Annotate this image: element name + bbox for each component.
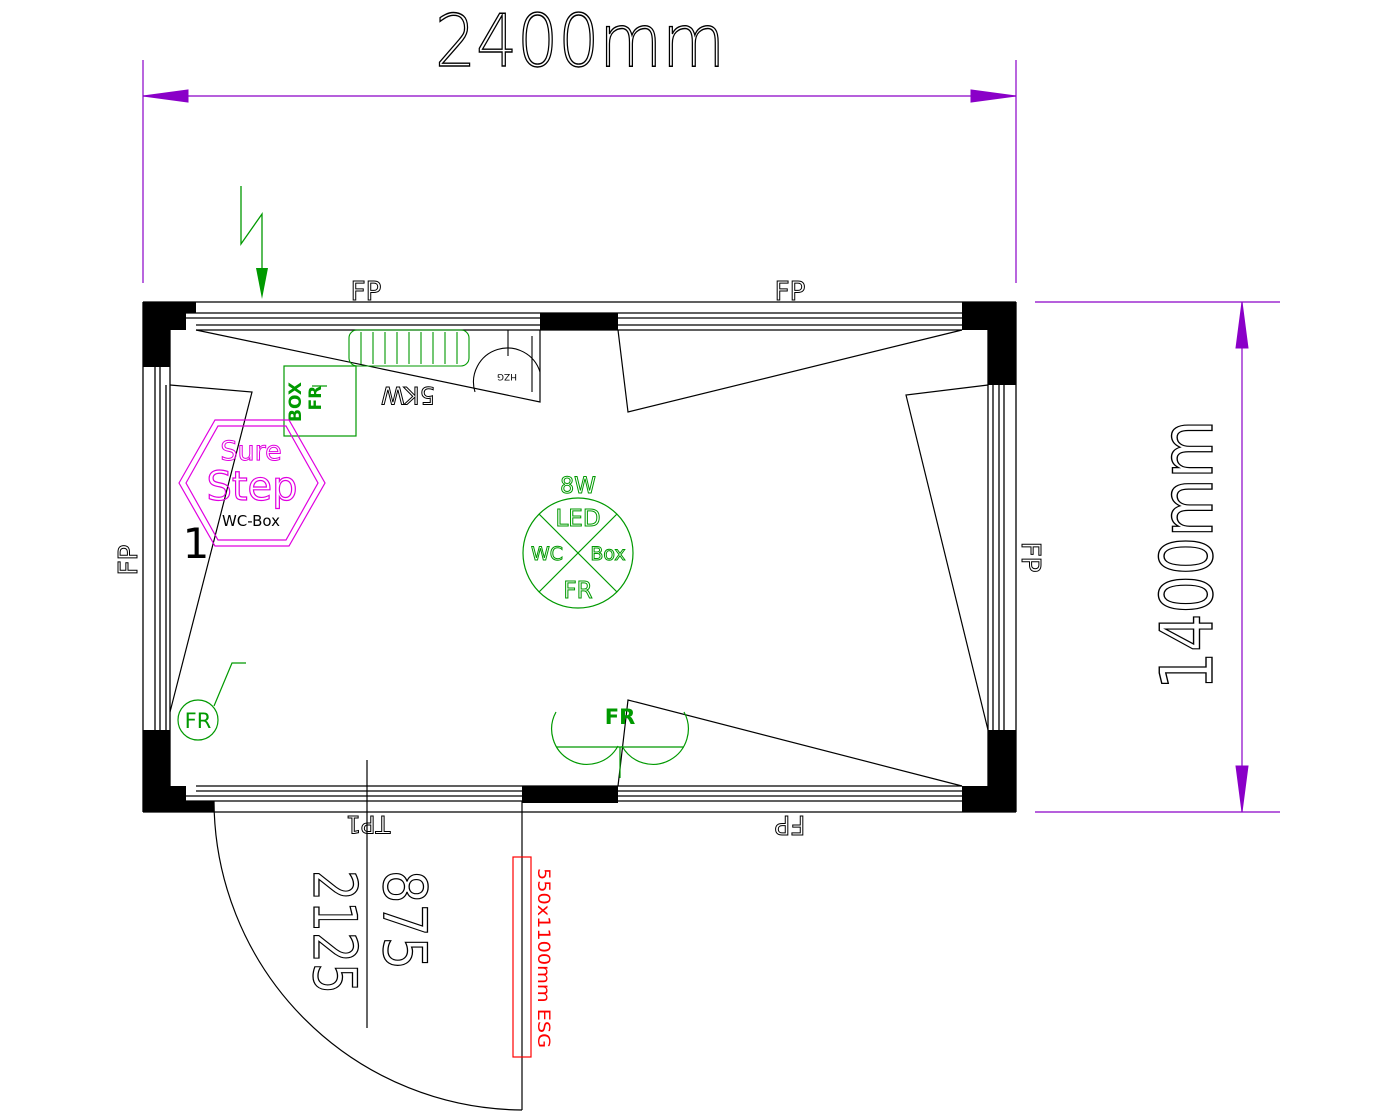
- window-sashes: [169, 329, 989, 787]
- arrow-right-icon: [970, 89, 1017, 103]
- light-top-label: LED: [555, 506, 600, 532]
- socket-left-symbol: [177, 662, 246, 741]
- height-dimension-label: 1400mm: [1145, 420, 1229, 690]
- heater-label: HZG: [497, 371, 517, 381]
- entry-door: [213, 760, 523, 1111]
- box-label-line1: BOX: [286, 382, 306, 422]
- light-left-label: WC: [531, 543, 563, 565]
- window-label-top-right: FP: [775, 277, 806, 307]
- door-height: 2125: [299, 870, 369, 994]
- boiler-symbol: [348, 329, 470, 367]
- arrow-down-icon: [1235, 765, 1249, 813]
- position-number: 1: [183, 519, 210, 568]
- arrow-up-icon: [1235, 301, 1249, 349]
- socket-left-label: FR: [185, 709, 212, 733]
- light-bottom-label: FR: [563, 578, 592, 604]
- logo-line2: Step: [206, 464, 297, 510]
- ceiling-light-symbol: [522, 497, 634, 609]
- light-power: 8W: [560, 474, 596, 499]
- logo-line3: WC-Box: [222, 512, 280, 530]
- power-supply-symbol: [240, 186, 263, 275]
- window-label-bottom-right: FP: [775, 809, 806, 839]
- window-label-left: FP: [114, 545, 144, 576]
- heater-symbol: [472, 330, 541, 393]
- door-label: TP1: [346, 810, 391, 838]
- container-walls: [142, 301, 1017, 813]
- safety-glass-label: 550x1100mm ESG: [533, 868, 553, 1048]
- power-arrow-icon: [256, 268, 268, 299]
- safety-glass-panel: [512, 856, 532, 1058]
- boiler-label: 5KW: [381, 381, 435, 409]
- height-dimension: [1035, 301, 1280, 813]
- logo-line1: Sure: [220, 436, 281, 467]
- distribution-box: [283, 365, 357, 437]
- door-width: 875: [369, 870, 439, 970]
- arrow-left-icon: [142, 89, 189, 103]
- width-dimension: [142, 60, 1017, 283]
- sure-step-logo: [178, 419, 326, 547]
- box-label-line2: FR: [306, 386, 326, 411]
- corner-posts: [143, 302, 1016, 812]
- window-label-top-left: FP: [351, 277, 382, 307]
- width-dimension-label: 2400mm: [435, 0, 725, 83]
- switch-bottom-label: FR: [605, 705, 636, 729]
- switch-bottom-symbol: [551, 711, 689, 778]
- window-label-right: FP: [1015, 542, 1045, 573]
- light-right-label: Box: [590, 543, 625, 565]
